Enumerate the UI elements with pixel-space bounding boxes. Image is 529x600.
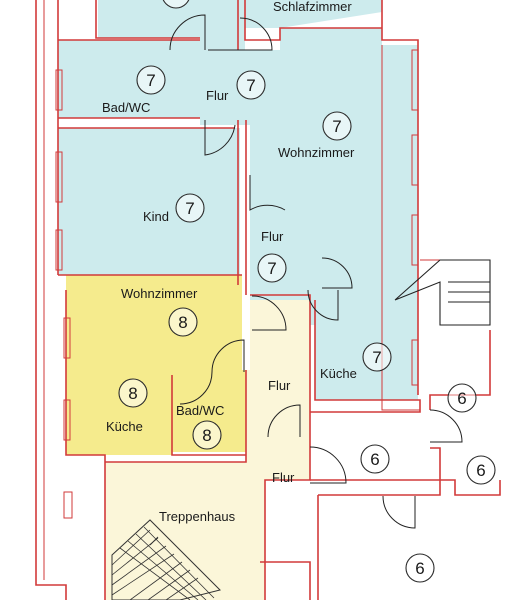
room-label-kueche-7: Küche [320, 366, 357, 381]
svg-text:7: 7 [372, 348, 381, 367]
room-label-kueche-8: Küche [106, 419, 143, 434]
outside-block [394, 259, 491, 326]
svg-text:7: 7 [146, 71, 155, 90]
unit-number-right-b: 6 [360, 444, 390, 474]
staircase-area [105, 300, 310, 600]
unit-number-bad-wc-8: 8 [192, 420, 222, 450]
room-label-flur-top: Flur [206, 88, 229, 103]
room-label-bad-wc-7: Bad/WC [102, 100, 150, 115]
unit-number-kueche-7: 7 [362, 342, 392, 372]
unit-number-kind: 7 [175, 193, 205, 223]
svg-text:6: 6 [476, 461, 485, 480]
unit-number-right-c: 6 [466, 455, 496, 485]
unit-number-kueche-8: 8 [118, 378, 148, 408]
right-windows [411, 49, 419, 386]
unit-number-flur-top: 7 [236, 70, 266, 100]
room-label-flur-bottom: Flur [272, 470, 295, 485]
unit-number-bottom-right: 6 [405, 553, 435, 583]
unit-number-flur-mid: 7 [257, 253, 287, 283]
unit-number-wohnzimmer-8: 8 [168, 307, 198, 337]
room-label-kind: Kind [143, 209, 169, 224]
doors [169, 14, 463, 529]
unit-number-top-partial: 7 [162, 0, 190, 9]
room-label-bad-wc-8: Bad/WC [176, 403, 224, 418]
unit-number-right-a: 6 [447, 383, 477, 413]
room-label-schlafzimmer: Schlafzimmer [273, 0, 352, 14]
svg-text:8: 8 [178, 313, 187, 332]
svg-text:7: 7 [171, 0, 180, 4]
staircase [111, 519, 221, 600]
room-label-flur-mid: Flur [261, 229, 284, 244]
svg-text:6: 6 [370, 450, 379, 469]
svg-text:7: 7 [185, 199, 194, 218]
left-windows [55, 69, 73, 519]
unit-number-bad-wc-7: 7 [136, 65, 166, 95]
svg-text:6: 6 [415, 559, 424, 578]
svg-text:8: 8 [128, 384, 137, 403]
room-label-flur-8: Flur [268, 378, 291, 393]
svg-text:8: 8 [202, 426, 211, 445]
unit-8-area [66, 275, 246, 455]
room-label-wohnzimmer-8: Wohnzimmer [121, 286, 198, 301]
room-label-treppenhaus: Treppenhaus [159, 509, 236, 524]
svg-text:6: 6 [457, 389, 466, 408]
room-label-wohnzimmer-7: Wohnzimmer [278, 145, 355, 160]
unit-number-wohnzimmer-7: 7 [322, 111, 352, 141]
svg-text:7: 7 [332, 117, 341, 136]
svg-text:7: 7 [267, 259, 276, 278]
svg-text:7: 7 [246, 76, 255, 95]
